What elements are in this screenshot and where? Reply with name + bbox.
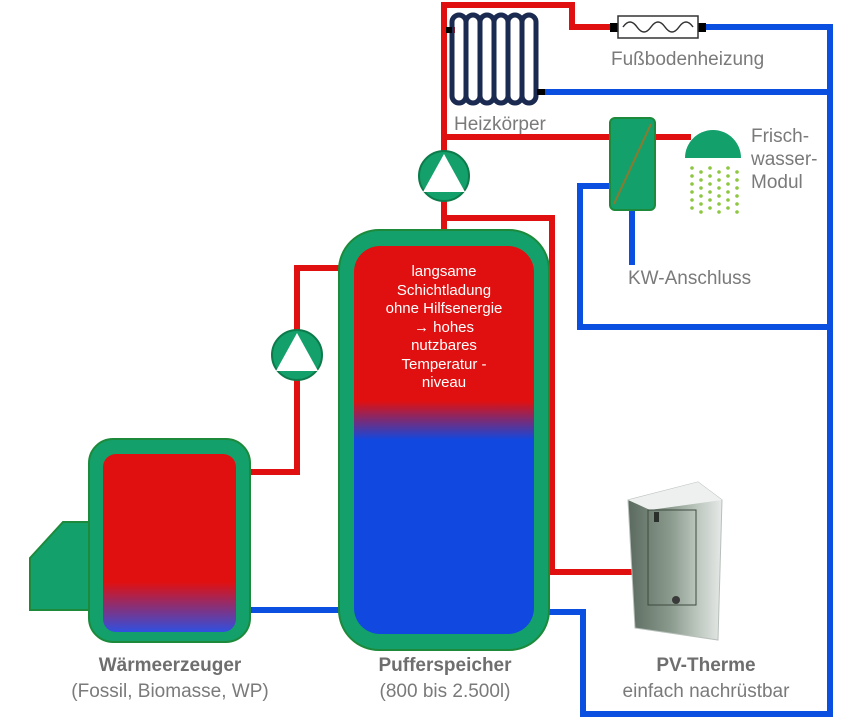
- shower-drop: [717, 194, 721, 198]
- shower-drop: [690, 166, 694, 170]
- shower-drop: [708, 174, 712, 178]
- cold-water-pipes: [237, 24, 833, 717]
- shower-drop: [726, 190, 730, 194]
- buffer-tank-note: langsame Schichtladung ohne Hilfsenergie…: [385, 263, 503, 391]
- heat-generator-title: Wärmeerzeuger: [98, 655, 242, 676]
- pv-therme-subtitle: einfach nachrüstbar: [622, 681, 790, 702]
- heat-generator-subtitle: (Fossil, Biomasse, WP): [71, 681, 269, 702]
- shower-drop: [726, 206, 730, 210]
- cold-pipe-underfloor-return: [537, 24, 833, 717]
- shower-drop: [717, 210, 721, 214]
- heat-generator-tank: [103, 454, 236, 632]
- shower-drop: [699, 194, 703, 198]
- shower-drop: [690, 198, 694, 202]
- cold-water-connection-label: KW-Anschluss: [628, 268, 752, 289]
- shower-drop: [717, 202, 721, 206]
- shower-drop: [735, 186, 739, 190]
- shower-drop: [699, 202, 703, 206]
- pump-generator: [271, 329, 323, 381]
- shower-drop: [690, 182, 694, 186]
- radiator-coil: [446, 12, 545, 106]
- shower-drop: [708, 198, 712, 202]
- buffer-tank-title: Pufferspeicher: [378, 655, 512, 676]
- shower-drop: [717, 170, 721, 174]
- heat-generator: [29, 438, 251, 643]
- shower-drop: [726, 182, 730, 186]
- pump-top: [418, 150, 470, 202]
- shower-drop: [726, 174, 730, 178]
- shower-drop: [699, 170, 703, 174]
- shower-drop: [708, 166, 712, 170]
- radiator-label: Heizkörper: [454, 114, 546, 135]
- fresh-water-heat-exchanger: [609, 117, 656, 211]
- underfloor-heating-symbol: [610, 15, 706, 39]
- pv-therme-title: PV-Therme: [656, 655, 756, 676]
- underfloor-heating-label: Fußbodenheizung: [611, 49, 765, 70]
- shower-head-icon: [685, 130, 741, 214]
- shower-drop: [690, 190, 694, 194]
- shower-drop: [690, 206, 694, 210]
- cold-pipe-freshwater-return: [577, 183, 833, 330]
- buffer-tank-water: [354, 246, 534, 634]
- shower-drop: [708, 182, 712, 186]
- shower-drop: [717, 178, 721, 182]
- shower-drop: [717, 186, 721, 190]
- shower-drop: [690, 174, 694, 178]
- shower-drop: [735, 210, 739, 214]
- pv-therme-unit: [627, 481, 723, 641]
- shower-drop: [735, 202, 739, 206]
- shower-drop: [735, 178, 739, 182]
- shower-drop: [735, 194, 739, 198]
- shower-drop: [726, 198, 730, 202]
- shower-drop: [708, 190, 712, 194]
- fresh-water-module-label: Frisch- wasser- Modul: [751, 126, 818, 193]
- shower-drop: [699, 186, 703, 190]
- buffer-tank-subtitle: (800 bis 2.500l): [379, 681, 511, 702]
- hot-pipe-pv-to-buffer: [441, 215, 635, 575]
- shower-drop: [699, 210, 703, 214]
- heat-generator-burner: [29, 521, 96, 611]
- hot-pipe-buffer-to-distribution: [441, 2, 619, 243]
- shower-drop: [726, 166, 730, 170]
- buffer-tank: [338, 229, 550, 651]
- shower-drop: [708, 206, 712, 210]
- shower-drops: [690, 166, 739, 214]
- shower-drop: [699, 178, 703, 182]
- shower-drop: [735, 170, 739, 174]
